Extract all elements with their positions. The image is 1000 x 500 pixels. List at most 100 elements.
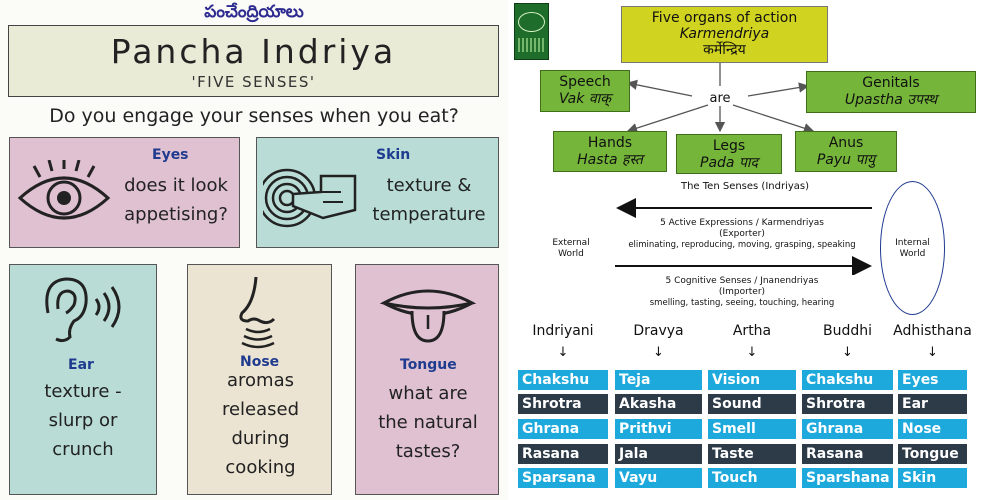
text-line: appetising? [124, 204, 228, 225]
table-cell: Sparshana [802, 468, 893, 488]
logo-pattern [518, 38, 545, 52]
ten-senses-heading: The Ten Senses (Indriyas) [680, 181, 810, 192]
text-line: eliminating, reproducing, moving, graspi… [628, 240, 856, 250]
text-line: World [899, 249, 926, 259]
table-cell: Shrotra [802, 394, 893, 414]
text-line: texture - [44, 381, 122, 402]
anus-box: Anus Payu पायु [795, 131, 897, 172]
down-arrow-icon: ↓ [842, 345, 853, 360]
table-cell: Tongue [898, 444, 967, 464]
text-line: does it look [124, 175, 228, 196]
table-cell: Prithvi [615, 419, 702, 439]
table-cell: Jala [615, 444, 702, 464]
text-line: during [231, 428, 290, 449]
column-header: Buddhi [822, 323, 872, 339]
cognitive-senses-text: 5 Cognitive Senses / Jnanendriyas (Impor… [612, 276, 872, 309]
table-cell: Vayu [615, 468, 702, 488]
text-line: aromas [227, 370, 294, 391]
tongue-label: Tongue [400, 357, 457, 373]
column-header: Adhisthana [893, 323, 972, 339]
question-text: Do you engage your senses when you eat? [49, 105, 459, 127]
telugu-title: పంచేంద్రియాలు [204, 2, 304, 22]
box-line: Payu पायु [816, 152, 876, 168]
column-header: Artha [732, 323, 772, 339]
table-cell: Sound [708, 394, 796, 414]
text-line: crunch [52, 439, 114, 460]
text-line: World [558, 249, 584, 259]
down-arrow-icon: ↓ [746, 345, 758, 360]
box-line: Upastha उपस्थ [844, 92, 938, 108]
table-cell: Chakshu [518, 370, 608, 390]
box-line: Hasta हस्त [577, 152, 643, 168]
table-cell: Sparsana [518, 468, 608, 488]
eye-icon [14, 160, 114, 230]
text-line: texture & [386, 175, 472, 196]
text-line: (Exporter) [719, 229, 765, 239]
box-line: Genitals [862, 75, 920, 91]
internal-world-label: Internal World [880, 238, 945, 260]
legs-box: Legs Pada पाद [676, 134, 782, 174]
box-line: Speech [559, 74, 611, 90]
hands-box: Hands Hasta हस्त [553, 131, 667, 172]
tongue-card: Tongue what are the natural tastes? [355, 264, 499, 495]
ear-icon [36, 273, 126, 345]
table-cell: Ghrana [802, 419, 893, 439]
table-cell: Eyes [898, 370, 967, 390]
table-cell: Skin [898, 468, 967, 488]
external-world-label: External World [540, 238, 602, 260]
column-header: Dravya [633, 323, 684, 339]
ear-label: Ear [68, 357, 94, 373]
box-line: Karmendriya [679, 26, 770, 42]
down-arrow-icon: ↓ [653, 345, 664, 360]
connector-arrows [626, 63, 815, 134]
table-cell: Rasana [802, 444, 893, 464]
nose-text: aromas released during cooking [194, 366, 327, 482]
table-cell: Teja [615, 370, 702, 390]
box-line: Hands [587, 135, 633, 151]
text-line: 5 Active Expressions / Karmendriyas [660, 218, 824, 228]
down-arrow-icon: ↓ [927, 345, 938, 360]
leaf-icon [518, 12, 545, 32]
text-line: 5 Cognitive Senses / Jnanendriyas [665, 276, 819, 286]
page-title: Pancha Indriya [110, 32, 397, 71]
table-cell: Touch [708, 468, 796, 488]
table-cell: Nose [898, 419, 967, 439]
box-line: Anus [828, 135, 864, 151]
nose-icon [232, 273, 292, 349]
text-line: tastes? [395, 441, 461, 462]
text-line: cooking [225, 457, 296, 478]
flow-arrows [615, 198, 872, 275]
eyes-label: Eyes [152, 147, 189, 163]
hand-touch-icon [263, 162, 363, 232]
eyes-card: Eyes does it look appetising? [9, 137, 240, 248]
box-line: Vak वाक् [559, 91, 611, 107]
text-line: the natural [378, 412, 478, 433]
down-arrow-icon: ↓ [557, 345, 569, 360]
text-line: External [552, 238, 590, 248]
column-header: Indriyani [532, 323, 594, 339]
text-line: temperature [372, 204, 486, 225]
text-line: slurp or [48, 410, 118, 431]
skin-text: texture & temperature [365, 171, 493, 229]
page-subtitle: 'FIVE SENSES' [191, 73, 316, 91]
title-banner: Pancha Indriya 'FIVE SENSES' [8, 25, 499, 97]
skin-label: Skin [376, 147, 411, 163]
table-cell: Ghrana [518, 419, 608, 439]
text-line: what are [388, 383, 468, 404]
text-line: Internal [895, 238, 930, 248]
table-cell: Rasana [518, 444, 608, 464]
genitals-box: Genitals Upastha उपस्थ [806, 71, 976, 113]
box-line: कर्मेन्द्रिय [703, 42, 746, 58]
ear-text: texture - slurp or crunch [16, 377, 150, 464]
text-line: smelling, tasting, seeing, touching, hea… [649, 298, 835, 308]
logo [514, 3, 549, 60]
table-cell: Smell [708, 419, 796, 439]
five-senses-infographic: పంచేంద్రియాలు Pancha Indriya 'FIVE SENSE… [8, 2, 499, 495]
internal-world-oval [880, 181, 945, 315]
organs-of-action-box: Five organs of action Karmendriya कर्मेन… [621, 6, 828, 63]
box-line: Pada पाद [700, 155, 758, 171]
are-label: are [709, 91, 731, 106]
eyes-text: does it look appetising? [116, 171, 236, 229]
table-cell: Ear [898, 394, 967, 414]
box-line: Legs [712, 138, 746, 154]
